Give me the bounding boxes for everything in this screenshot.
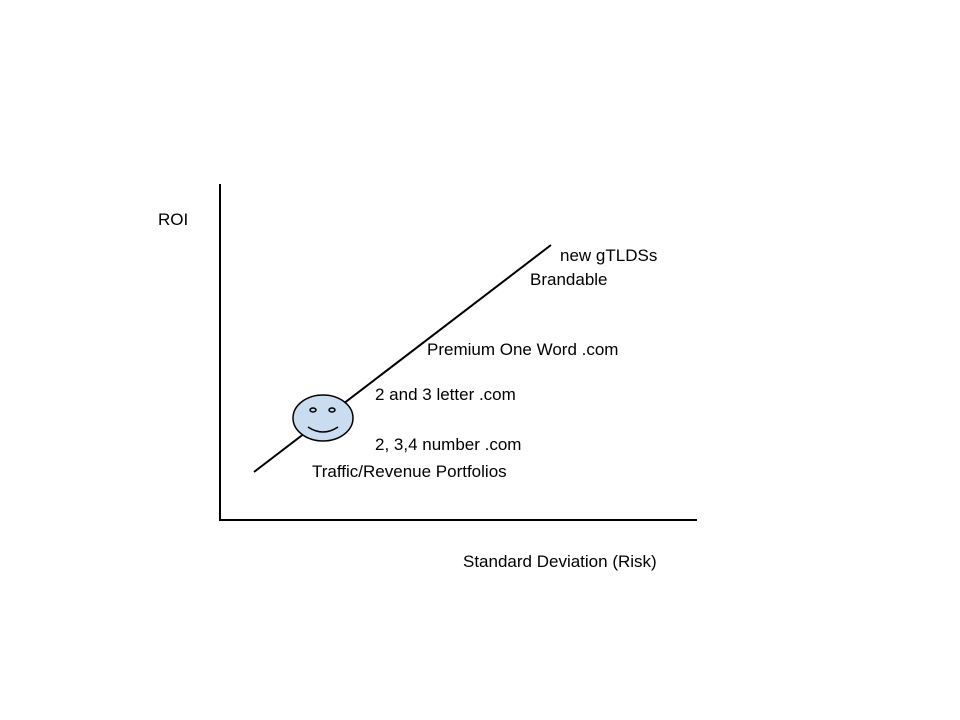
label-brandable: Brandable [530, 270, 608, 289]
label-number-com: 2, 3,4 number .com [375, 435, 522, 454]
label-two-three-letter: 2 and 3 letter .com [375, 385, 516, 404]
y-axis-label: ROI [158, 210, 189, 229]
label-new-gtlds: new gTLDSs [560, 246, 658, 265]
label-traffic-revenue: Traffic/Revenue Portfolios [312, 462, 507, 481]
smiley-face-icon [292, 394, 354, 442]
x-axis-label: Standard Deviation (Risk) [463, 552, 657, 571]
label-premium-one-word: Premium One Word .com [427, 340, 619, 359]
